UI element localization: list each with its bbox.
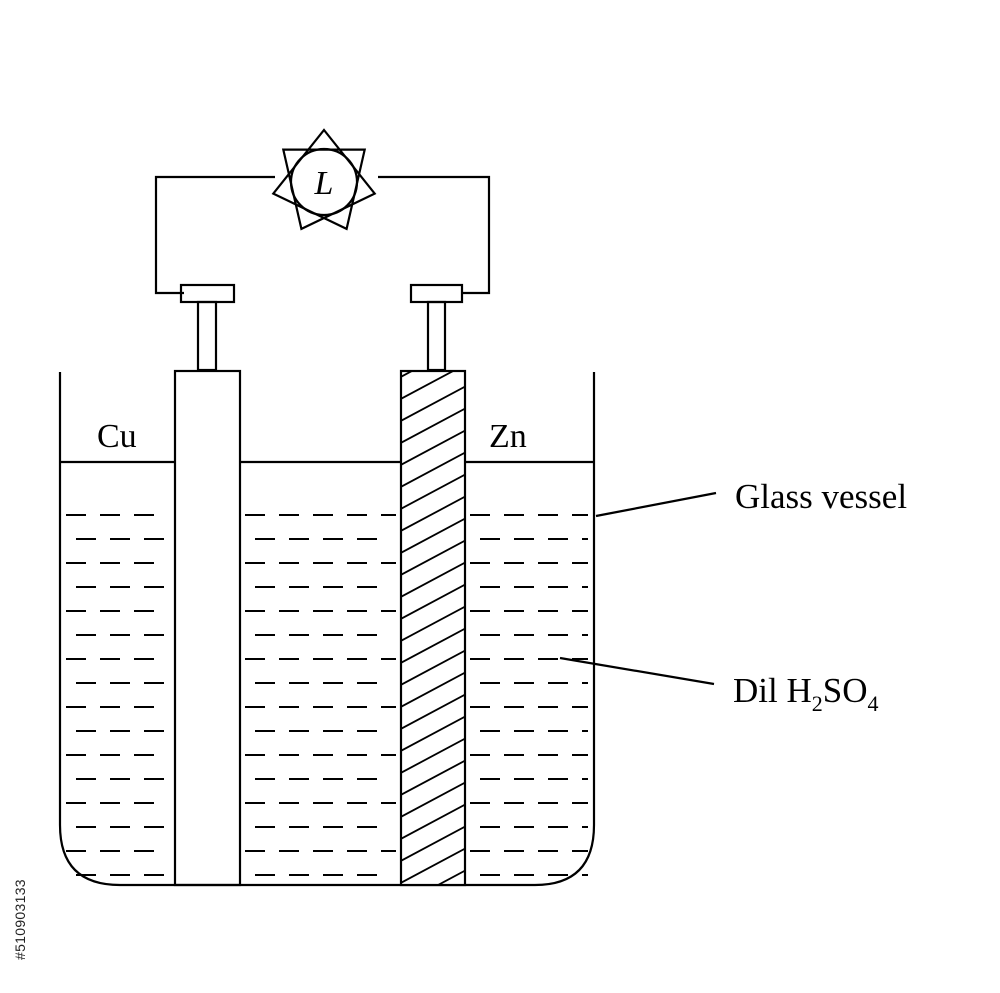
zinc-electrode (395, 369, 470, 974)
zinc-hatch-line (401, 561, 465, 598)
zinc-label: Zn (489, 418, 527, 455)
zinc-hatch-line (401, 385, 465, 422)
zinc-hatch-line (401, 605, 465, 642)
zinc-hatch-line (401, 781, 465, 818)
zinc-hatch-line (401, 517, 465, 554)
vessel-leader-line (595, 491, 717, 518)
zinc-hatch-line (401, 583, 465, 620)
zinc-hatch-line (401, 627, 465, 664)
zinc-hatch-line (436, 869, 465, 885)
zinc-hatch-line (401, 407, 465, 444)
zinc-hatch-line (401, 847, 465, 884)
zinc-hatch-line (401, 803, 465, 840)
glass-vessel (58, 372, 596, 887)
left-terminal (179, 283, 236, 372)
zinc-hatch-line (401, 671, 465, 708)
glass-vessel-label: Glass vessel (735, 477, 907, 516)
zinc-hatch-line (401, 693, 465, 730)
copper-label: Cu (97, 418, 137, 455)
zinc-hatch-line (401, 649, 465, 686)
zinc-hatch-line (401, 715, 465, 752)
lamp-circle (289, 147, 359, 217)
zinc-hatch-line (401, 759, 465, 796)
stock-id-watermark: #510903133 (12, 879, 28, 960)
lamp-label: L (314, 165, 334, 202)
right-terminal (409, 283, 464, 372)
zinc-hatch-line (401, 539, 465, 576)
zinc-hatch-line (395, 934, 470, 974)
circuit-wire (154, 175, 491, 295)
zinc-hatch-line (401, 495, 465, 532)
solution-leader-line (559, 656, 715, 686)
zinc-hatch-line (401, 473, 465, 510)
zinc-hatch-line (395, 890, 470, 930)
acid-solution (66, 514, 588, 876)
zinc-hatch-line (401, 825, 465, 862)
zinc-hatch-line (401, 737, 465, 774)
zinc-hatch-line (401, 371, 456, 400)
lamp-symbol: L (271, 128, 377, 231)
copper-electrode (173, 369, 242, 887)
zinc-hatch-line (401, 429, 465, 466)
zinc-hatch-line (401, 451, 465, 488)
zinc-hatch-line (395, 912, 470, 952)
solution-label: Dil H2SO4 (733, 671, 879, 716)
zinc-hatch-line (401, 371, 414, 378)
